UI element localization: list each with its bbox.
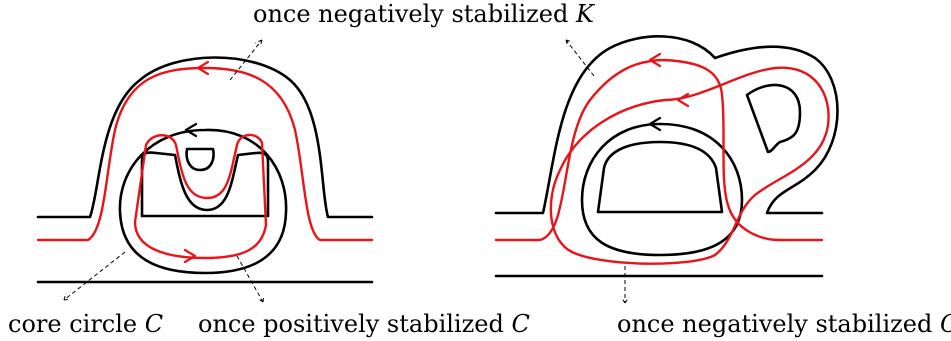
right-lobe-hole bbox=[745, 83, 802, 154]
left-small-hole bbox=[185, 147, 215, 172]
right-red-lobe-curve bbox=[549, 66, 830, 265]
leader-lines bbox=[63, 39, 630, 304]
right-red-curve bbox=[494, 58, 824, 242]
leader-top-right bbox=[565, 39, 595, 77]
left-inner-hole bbox=[140, 151, 270, 218]
left-diagram bbox=[36, 56, 374, 284]
label-negatively-stabilized-C: once negatively stabilized C bbox=[617, 310, 951, 338]
left-core-arrowhead bbox=[184, 122, 198, 138]
left-red-inner-curve bbox=[133, 133, 268, 260]
leader-top-left-tip bbox=[254, 39, 263, 48]
right-core-arrowhead bbox=[648, 116, 662, 132]
leader-top-left bbox=[229, 39, 263, 81]
leader-positive bbox=[236, 255, 264, 303]
left-red-outer-arrowhead bbox=[196, 60, 210, 76]
right-outer-boundary bbox=[494, 35, 839, 215]
right-core-circle bbox=[580, 122, 744, 257]
left-outer-boundary bbox=[36, 56, 374, 219]
leader-core-tip bbox=[63, 292, 72, 301]
right-red-arrowhead-mid bbox=[676, 92, 690, 108]
label-core-circle-C: core circle C bbox=[8, 310, 163, 338]
leader-negative-tip bbox=[620, 296, 630, 304]
right-diagram bbox=[494, 35, 839, 278]
leader-positive-tip bbox=[256, 294, 265, 303]
left-core-circle bbox=[118, 128, 288, 275]
label-negatively-stabilized-K: once negatively stabilized K bbox=[253, 0, 596, 28]
leader-core bbox=[63, 251, 126, 301]
label-positively-stabilized-C: once positively stabilized C bbox=[198, 310, 530, 338]
leader-top-right-tip bbox=[565, 39, 574, 48]
right-red-arrowhead-top bbox=[648, 52, 662, 68]
right-inner-hole bbox=[596, 140, 724, 214]
left-red-outer-curve bbox=[36, 66, 374, 242]
left-red-inner-arrowhead bbox=[183, 248, 197, 264]
